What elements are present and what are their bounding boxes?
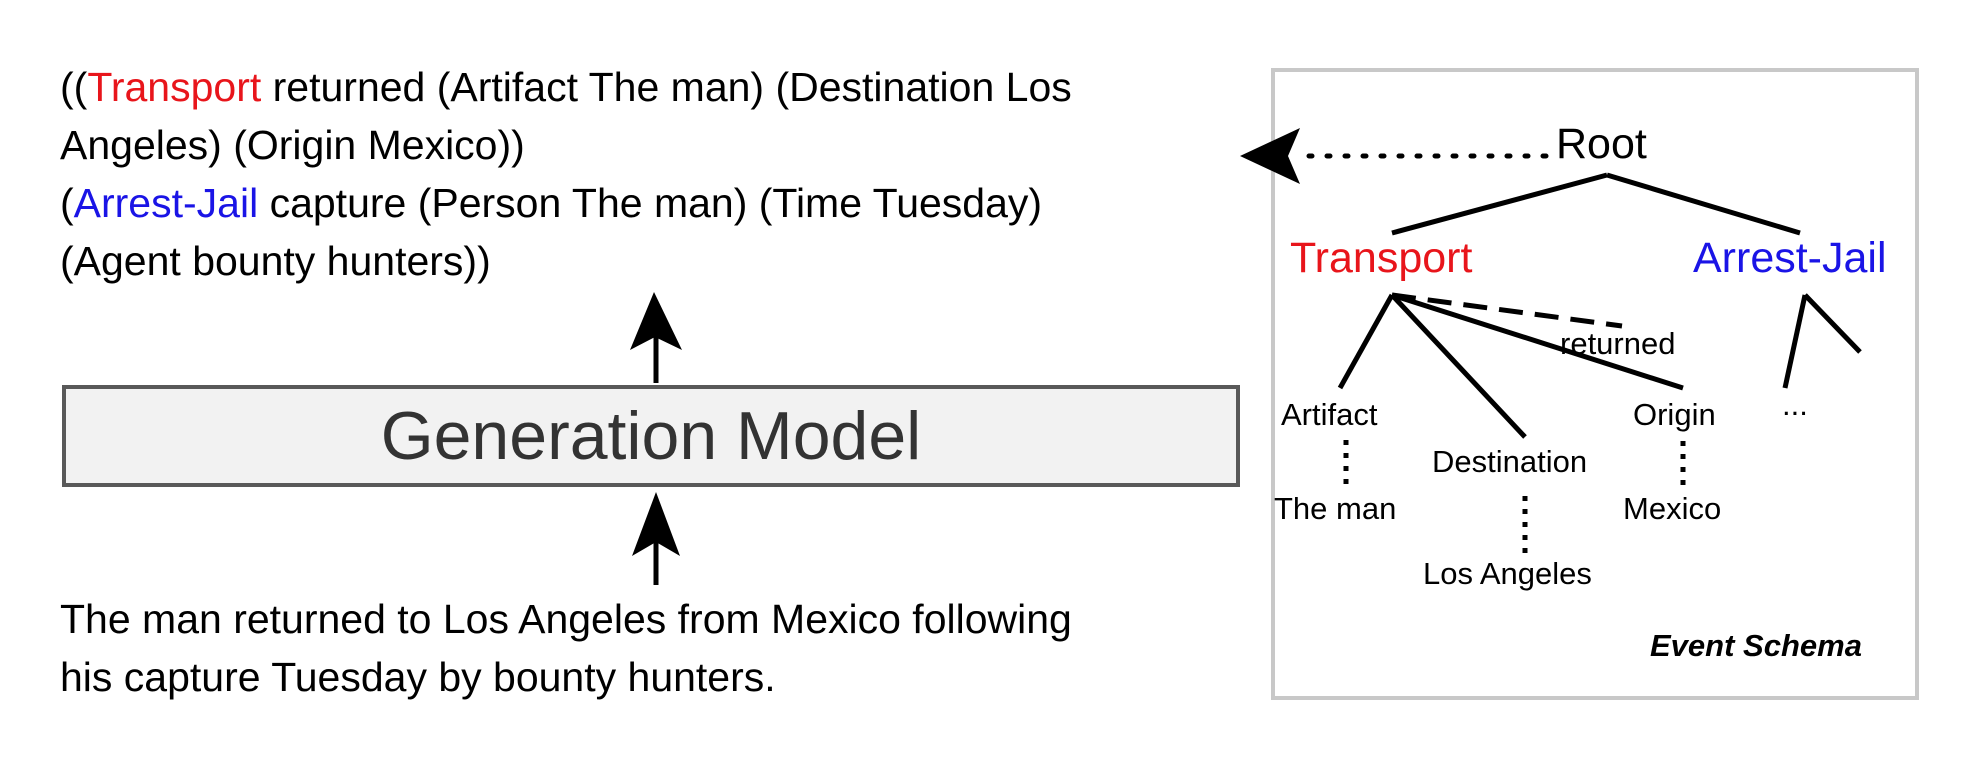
output-paren: (( <box>60 64 88 110</box>
output-structure-text: ((Transport returned (Artifact The man) … <box>60 58 1260 290</box>
schema-trigger-label: returned <box>1560 326 1676 361</box>
schema-origin-value: Mexico <box>1623 491 1722 526</box>
input-line-2: his capture Tuesday by bounty hunters. <box>60 654 776 700</box>
generation-model-box: Generation Model <box>62 385 1240 487</box>
schema-caption: Event Schema <box>1650 628 1862 663</box>
output-arrest-event: Arrest-Jail <box>73 180 259 226</box>
output-transport-event: Transport <box>87 64 262 110</box>
root-to-output-dotted-arrow <box>1240 128 1549 184</box>
schema-arrest-jail-node: Arrest-Jail <box>1693 234 1887 282</box>
input-line-1: The man returned to Los Angeles from Mex… <box>60 596 1072 642</box>
event-schema-panel <box>1271 68 1919 700</box>
output-paren: ( <box>60 180 74 226</box>
input-sentence-text: The man returned to Los Angeles from Mex… <box>60 590 1260 706</box>
generation-model-label: Generation Model <box>380 398 922 474</box>
schema-destination-value: Los Angeles <box>1423 556 1592 591</box>
input-to-model-arrow <box>632 492 680 585</box>
schema-destination-role: Destination <box>1432 444 1588 479</box>
output-line-1: ((Transport returned (Artifact The man) … <box>60 58 1260 116</box>
schema-tree-edges <box>1337 172 1862 554</box>
schema-transport-node: Transport <box>1290 234 1473 282</box>
output-arrest-args: capture (Person The man) (Time Tuesday) <box>258 180 1043 226</box>
output-transport-args: returned (Artifact The man) (Destination… <box>261 64 1072 110</box>
schema-origin-role: Origin <box>1633 397 1716 432</box>
model-to-output-arrow <box>630 292 682 383</box>
schema-artifact-role: Artifact <box>1281 397 1378 432</box>
output-line-2: Angeles) (Origin Mexico)) <box>60 122 525 168</box>
output-line-4: (Agent bounty hunters)) <box>60 238 491 284</box>
output-line-3: (Arrest-Jail capture (Person The man) (T… <box>60 174 1260 232</box>
schema-artifact-value: The man <box>1274 491 1397 526</box>
schema-ellipsis: ... <box>1782 387 1808 422</box>
schema-root-node: Root <box>1556 120 1647 168</box>
